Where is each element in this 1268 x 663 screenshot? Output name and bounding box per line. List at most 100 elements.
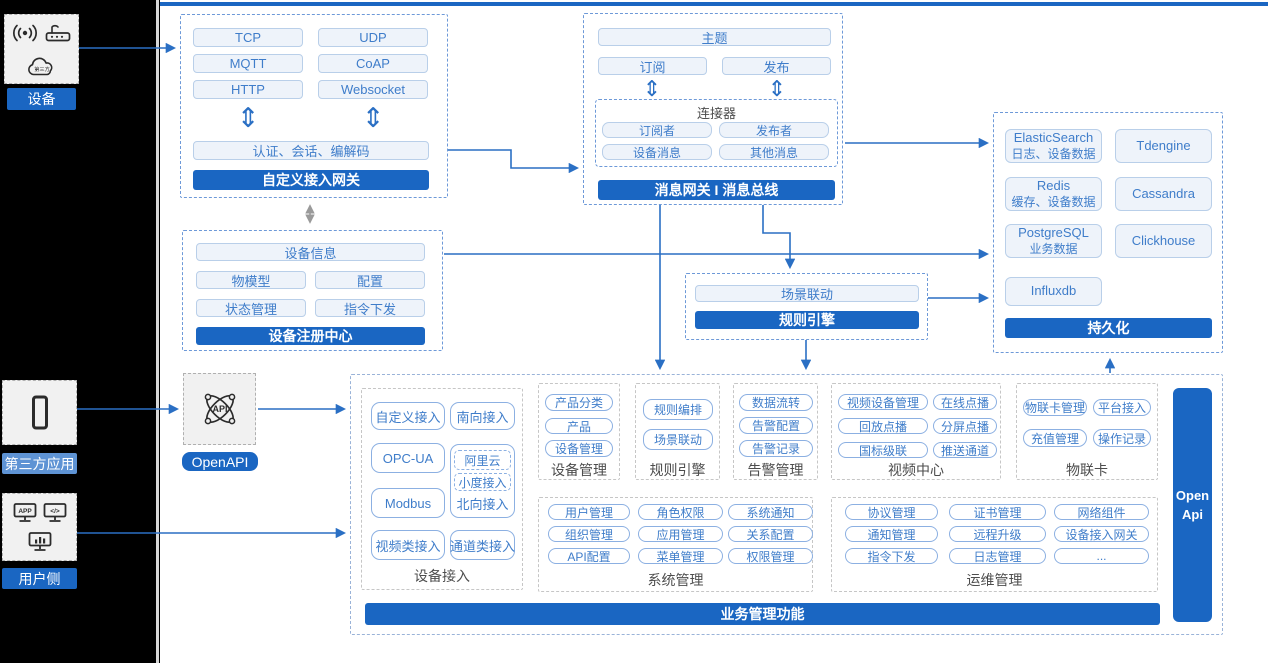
iot-card-mgmt-btn: 物联卡管理 [1023,399,1087,416]
db-tdengine: Tdengine [1115,129,1212,163]
device-access-label: 设备接入 [414,568,470,584]
menu-mgmt-btn: 菜单管理 [638,548,723,564]
router-icon [45,24,70,41]
smartphone-icon [31,395,48,429]
updown-arrow-icon: ⇕ [767,76,787,101]
third-party-cloud-icon: 第三方 [27,57,52,75]
persistence-title: 持久化 [1005,318,1212,338]
config-node: 配置 [315,271,425,289]
iot-card-label: 物联卡 [1066,462,1108,478]
relation-config-btn: 关系配置 [728,526,813,542]
protocol-tcp: TCP [193,28,303,47]
subscribe-node: 订阅 [598,57,707,75]
rule-engine-title: 规则引擎 [695,311,919,329]
db-influxdb: Influxdb [1005,277,1102,306]
top-accent-line [160,2,1268,6]
system-mgmt-label: 系统管理 [647,572,704,588]
device-icons-box: 第三方 [4,14,79,84]
topic-node: 主题 [598,28,831,46]
device-registry-title: 设备注册中心 [196,327,425,345]
xiaodu-access-btn: 小度接入 [454,473,511,491]
protocol-websocket: Websocket [318,80,428,99]
permission-mgmt-btn: 权限管理 [728,548,813,564]
protocol-mgmt-btn: 协议管理 [845,504,938,520]
db-desc: 业务数据 [1029,241,1078,256]
operation-record-btn: 操作记录 [1093,429,1151,447]
modbus-btn: Modbus [371,488,445,518]
app-mgmt-btn: 应用管理 [638,526,723,542]
protocol-mqtt: MQTT [193,54,303,73]
code-monitor-icon: </> [43,503,66,522]
app-monitor-icon: APP [13,503,36,522]
ops-mgmt-label: 运维管理 [966,572,1023,588]
protocol-udp: UDP [318,28,428,47]
api-config-btn: API配置 [548,548,630,564]
panel-divider [156,0,159,663]
db-name: Cassandra [1132,185,1195,201]
notice-mgmt-btn: 通知管理 [845,526,938,542]
system-notice-btn: 系统通知 [728,504,813,520]
openapi-icon-box: API [183,373,256,445]
db-elasticsearch: ElasticSearch 日志、设备数据 [1005,129,1102,163]
north-access-label: 北向接入 [456,497,509,512]
status-mgmt-node: 状态管理 [196,299,306,317]
rule-orchestration-btn: 规则编排 [643,399,713,420]
cloud-text: 第三方 [34,65,50,73]
video-device-mgmt-btn: 视频设备管理 [838,394,928,410]
platform-access-btn: 平台接入 [1093,399,1151,416]
command-dispatch-btn: 指令下发 [845,548,938,564]
db-name: Influxdb [1030,283,1077,299]
connector-title: 连接器 [696,106,736,121]
other-message-node: 其他消息 [719,144,829,160]
subscriber-node: 订阅者 [602,122,712,138]
scene-linkage-btn: 场景联动 [643,429,713,450]
db-name: PostgreSQL [1018,225,1089,241]
db-clickhouse: Clickhouse [1115,224,1212,258]
custom-access-btn: 自定义接入 [371,402,445,430]
video-access-btn: 视频类接入 [371,530,445,560]
recharge-mgmt-btn: 充值管理 [1023,429,1087,447]
user-mgmt-btn: 用户管理 [548,504,630,520]
alarm-config-btn: 告警配置 [739,417,813,434]
custom-gateway-title: 自定义接入网关 [193,170,429,190]
gb-cascade-btn: 国标级联 [838,442,928,458]
api-text: API [212,404,227,414]
third-party-group-label: 第三方应用 [2,453,77,474]
db-name: Tdengine [1136,137,1191,153]
chart-monitor-icon [28,532,51,551]
updown-arrow-icon: ⇕ [642,76,662,101]
org-mgmt-btn: 组织管理 [548,526,630,542]
remote-upgrade-btn: 远程升级 [949,526,1046,542]
publish-node: 发布 [722,57,831,75]
data-flow-btn: 数据流转 [739,394,813,411]
product-category-btn: 产品分类 [545,394,613,411]
openapi-label: OpenAPI [182,452,258,471]
device-mgmt-label: 设备管理 [551,462,607,478]
south-access-btn: 南向接入 [450,402,515,430]
protocol-coap: CoAP [318,54,428,73]
playback-btn: 回放点播 [838,418,928,434]
command-dispatch-node: 指令下发 [315,299,425,317]
code-text: </> [50,508,60,515]
device-access-gateway-btn: 设备接入网关 [1054,526,1149,542]
db-postgresql: PostgreSQL 业务数据 [1005,224,1102,258]
cert-mgmt-btn: 证书管理 [949,504,1046,520]
db-name: ElasticSearch [1013,130,1094,146]
device-mgmt-btn: 设备管理 [545,440,613,457]
online-play-btn: 在线点播 [933,394,997,410]
updown-arrow-icon: ⇕ [361,103,385,133]
device-group-label: 设备 [7,88,76,110]
log-mgmt-btn: 日志管理 [949,548,1046,564]
db-name: Redis [1036,178,1071,194]
more-btn: ... [1054,548,1149,564]
publisher-node: 发布者 [719,122,829,138]
db-desc: 缓存、设备数据 [1011,194,1096,209]
open-api-bar: Open Api [1173,388,1212,622]
openapi-atom-icon: API [204,393,235,425]
scene-linkage-node: 场景联动 [695,285,919,302]
aliyun-btn: 阿里云 [454,450,511,470]
message-gateway-title: 消息网关 I 消息总线 [598,180,835,200]
user-side-group-label: 用户侧 [2,568,77,589]
role-permission-btn: 角色权限 [638,504,723,520]
